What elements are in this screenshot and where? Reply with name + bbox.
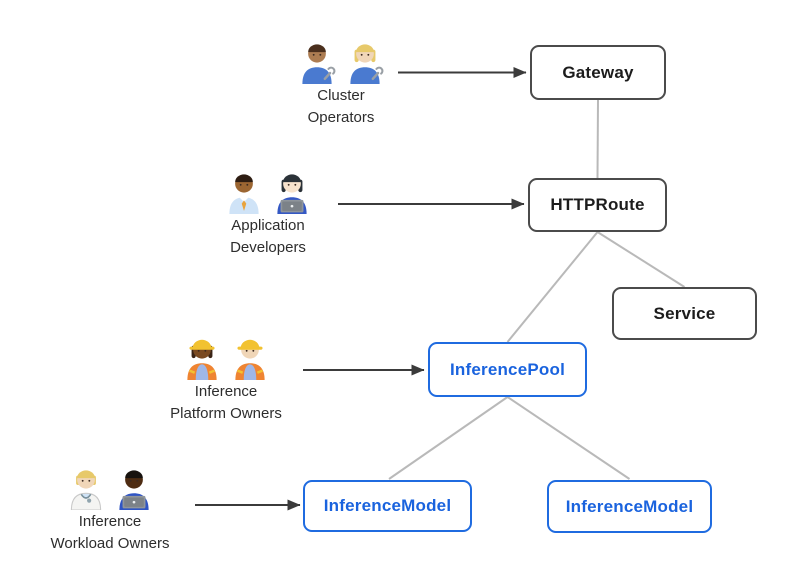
man-technologist-emoji	[113, 462, 155, 510]
application-developers-label: Application Developers	[230, 217, 306, 256]
inference-platform-owners-label: Inference Platform Owners	[170, 383, 282, 422]
node-gateway-label: Gateway	[562, 62, 634, 82]
cluster-operators-emojis	[296, 36, 386, 84]
man-office-worker-emoji	[223, 166, 265, 214]
node-httproute: HTTPRoute	[528, 178, 667, 232]
node-inferencemodel-right-label: InferenceModel	[565, 496, 694, 516]
inference-workload-owners-emojis	[65, 462, 155, 510]
node-service-label: Service	[653, 303, 716, 323]
application-developers-emojis	[223, 166, 313, 214]
edge-httproute-service	[596, 231, 686, 288]
persona-application-developers: Application Developers	[178, 166, 358, 259]
node-inferencemodel-left-label: InferenceModel	[323, 496, 452, 515]
node-service: Service	[612, 287, 757, 340]
node-inferencemodel-right: InferenceModel	[547, 480, 712, 533]
man-mechanic-emoji	[296, 36, 338, 84]
persona-inference-workload-owners: Inference Workload Owners	[20, 462, 200, 555]
woman-technologist-emoji	[271, 166, 313, 214]
cluster-operators-label: Cluster Operators	[307, 87, 375, 126]
edge-gateway-httproute	[596, 99, 599, 179]
inference-platform-owners-emojis	[181, 332, 271, 380]
edge-inferencepool-inferencemodel-right	[506, 396, 631, 480]
edge-inferencepool-inferencemodel-left	[388, 396, 509, 480]
persona-inference-platform-owners: Inference Platform Owners	[136, 332, 316, 425]
node-inferencepool-label: InferencePool	[449, 359, 566, 379]
edge-httproute-inferencepool	[506, 231, 599, 343]
node-gateway: Gateway	[530, 45, 666, 100]
man-construction-worker-emoji	[229, 332, 271, 380]
health-worker-emoji	[65, 462, 107, 510]
woman-mechanic-emoji	[344, 36, 386, 84]
woman-construction-worker-emoji	[181, 332, 223, 380]
node-inferencepool: InferencePool	[428, 342, 587, 397]
node-httproute-label: HTTPRoute	[550, 195, 645, 214]
node-inferencemodel-left: InferenceModel	[303, 480, 472, 532]
inference-workload-owners-label: Inference Workload Owners	[50, 513, 170, 552]
persona-cluster-operators: Cluster Operators	[251, 36, 431, 129]
